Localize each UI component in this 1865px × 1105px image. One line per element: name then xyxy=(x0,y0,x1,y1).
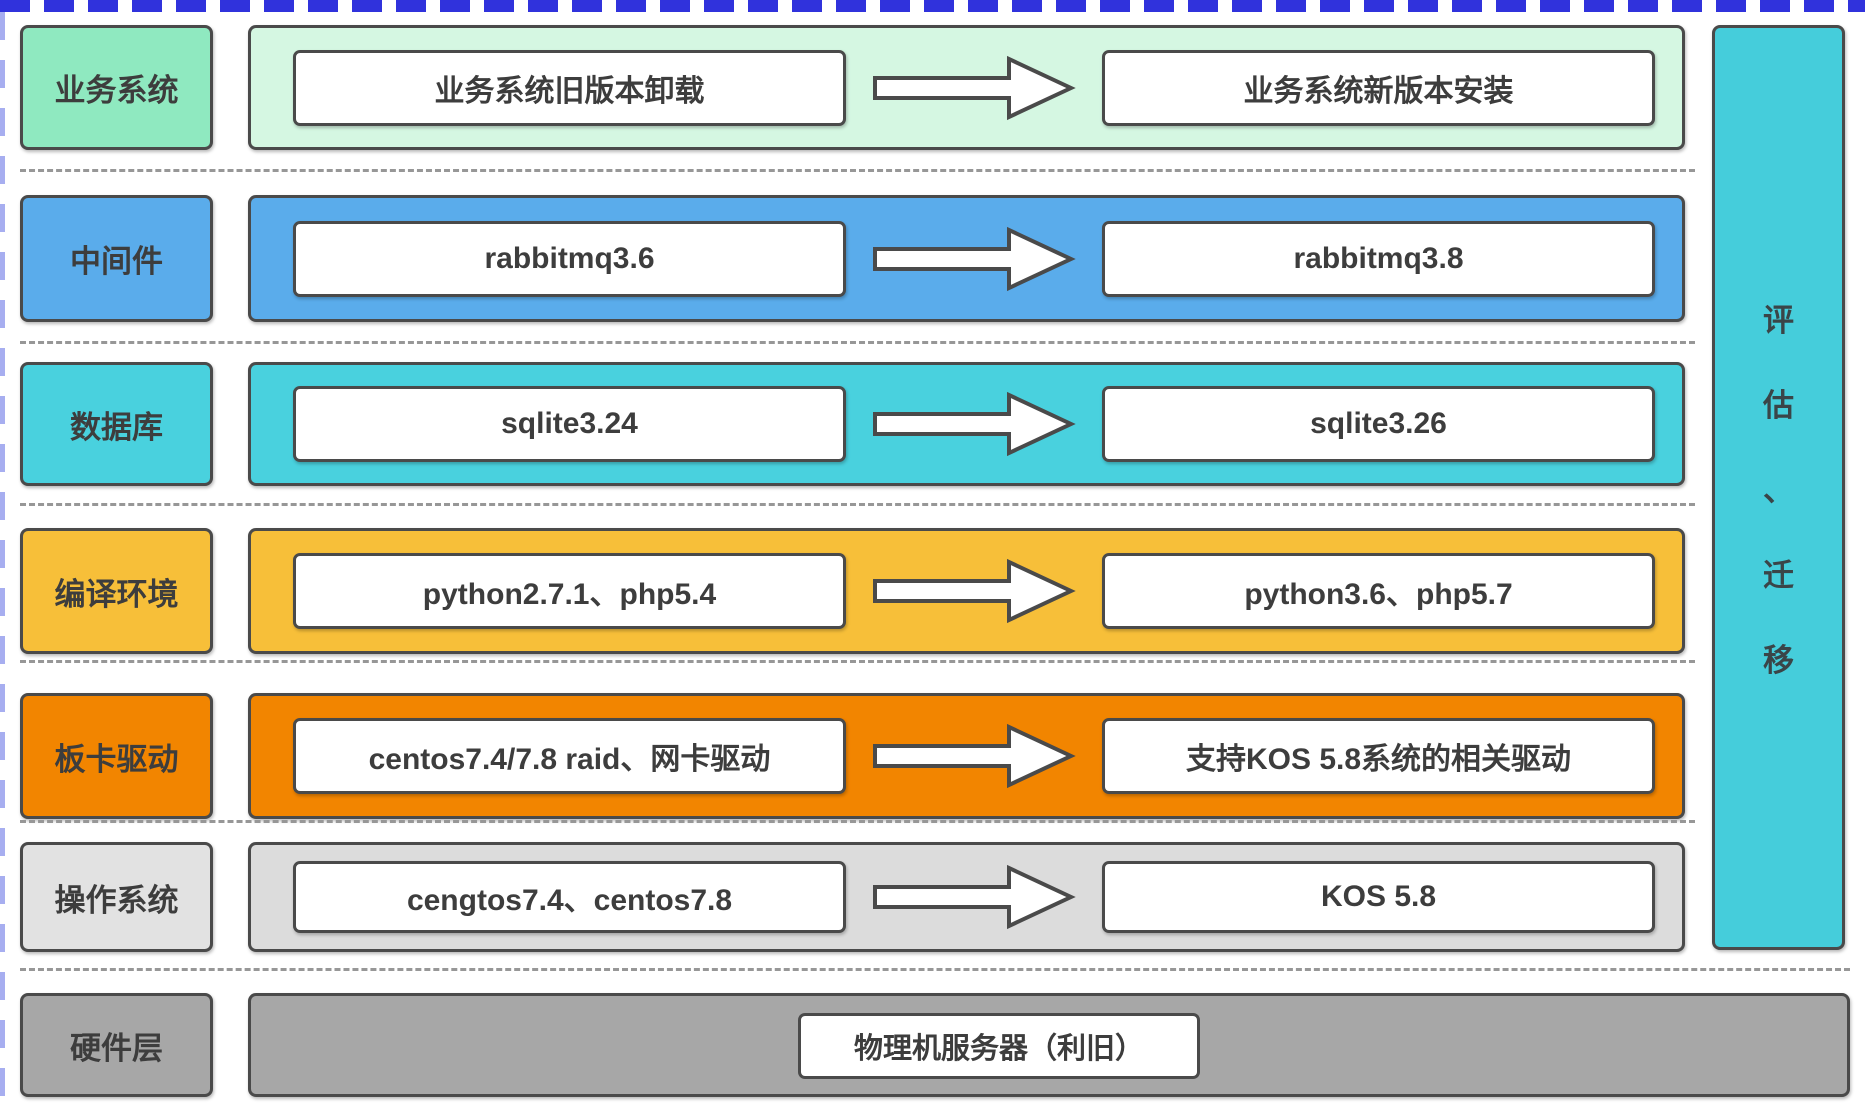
to-box-middleware: rabbitmq3.8 xyxy=(1102,220,1655,297)
layer-row-hardware: 硬件层 物理机服务器（利旧） xyxy=(0,993,1865,1097)
to-box-card-driver: 支持KOS 5.8系统的相关驱动 xyxy=(1102,718,1655,794)
from-box-business-system: 业务系统旧版本卸载 xyxy=(293,49,846,126)
to-box-database: sqlite3.26 xyxy=(1102,386,1655,462)
layer-container-card-driver: centos7.4/7.8 raid、网卡驱动 支持KOS 5.8系统的相关驱动 xyxy=(248,693,1685,819)
from-box-os: cengtos7.4、centos7.8 xyxy=(293,861,846,933)
from-box-middleware: rabbitmq3.6 xyxy=(293,220,846,297)
row-separator xyxy=(20,660,1695,663)
evaluate-migrate-bar: 评 估 、 迁 移 xyxy=(1712,25,1845,950)
layer-row-card-driver: 板卡驱动 centos7.4/7.8 raid、网卡驱动 支持KOS 5.8系统… xyxy=(0,693,1865,819)
to-box-business-system: 业务系统新版本安装 xyxy=(1102,49,1655,126)
right-arrow-icon xyxy=(873,558,1076,624)
layer-row-middleware: 中间件 rabbitmq3.6 rabbitmq3.8 xyxy=(0,195,1865,322)
layer-label-business-system: 业务系统 xyxy=(20,25,213,150)
layer-row-os: 操作系统 cengtos7.4、centos7.8 KOS 5.8 xyxy=(0,842,1865,952)
layer-container-os: cengtos7.4、centos7.8 KOS 5.8 xyxy=(248,842,1685,952)
layer-label-hardware: 硬件层 xyxy=(20,993,213,1097)
selection-border-top-dashed xyxy=(0,0,1865,12)
row-separator xyxy=(20,169,1695,172)
layer-container-database: sqlite3.24 sqlite3.26 xyxy=(248,362,1685,486)
layer-row-compile-env: 编译环境 python2.7.1、php5.4 python3.6、php5.7 xyxy=(0,528,1865,654)
row-separator xyxy=(20,968,1850,971)
to-box-compile-env: python3.6、php5.7 xyxy=(1102,553,1655,629)
layer-label-os: 操作系统 xyxy=(20,842,213,952)
right-arrow-icon xyxy=(873,55,1076,120)
side-bar-char: 估 xyxy=(1763,388,1794,423)
side-bar-char: 评 xyxy=(1763,303,1794,338)
layer-container-hardware: 物理机服务器（利旧） xyxy=(248,993,1850,1097)
layer-container-compile-env: python2.7.1、php5.4 python3.6、php5.7 xyxy=(248,528,1685,654)
right-arrow-icon xyxy=(873,723,1076,789)
side-bar-char: 移 xyxy=(1763,643,1794,678)
layer-label-middleware: 中间件 xyxy=(20,195,213,322)
layer-row-business-system: 业务系统 业务系统旧版本卸载 业务系统新版本安装 xyxy=(0,25,1865,150)
row-separator xyxy=(20,820,1695,823)
side-bar-char: 、 xyxy=(1763,473,1794,508)
physical-server-box: 物理机服务器（利旧） xyxy=(798,1013,1200,1079)
right-arrow-icon xyxy=(873,226,1076,291)
layer-container-business-system: 业务系统旧版本卸载 业务系统新版本安装 xyxy=(248,25,1685,150)
to-box-os: KOS 5.8 xyxy=(1102,861,1655,933)
row-separator xyxy=(20,503,1695,506)
layer-label-compile-env: 编译环境 xyxy=(20,528,213,654)
row-separator xyxy=(20,341,1695,344)
from-box-card-driver: centos7.4/7.8 raid、网卡驱动 xyxy=(293,718,846,794)
from-box-compile-env: python2.7.1、php5.4 xyxy=(293,553,846,629)
right-arrow-icon xyxy=(873,864,1076,930)
side-bar-char: 迁 xyxy=(1763,558,1794,593)
layer-label-card-driver: 板卡驱动 xyxy=(20,693,213,819)
right-arrow-icon xyxy=(873,391,1076,457)
layer-row-database: 数据库 sqlite3.24 sqlite3.26 xyxy=(0,362,1865,486)
layer-container-middleware: rabbitmq3.6 rabbitmq3.8 xyxy=(248,195,1685,322)
layer-label-database: 数据库 xyxy=(20,362,213,486)
from-box-database: sqlite3.24 xyxy=(293,386,846,462)
selection-border-left-dashed xyxy=(0,12,5,1105)
